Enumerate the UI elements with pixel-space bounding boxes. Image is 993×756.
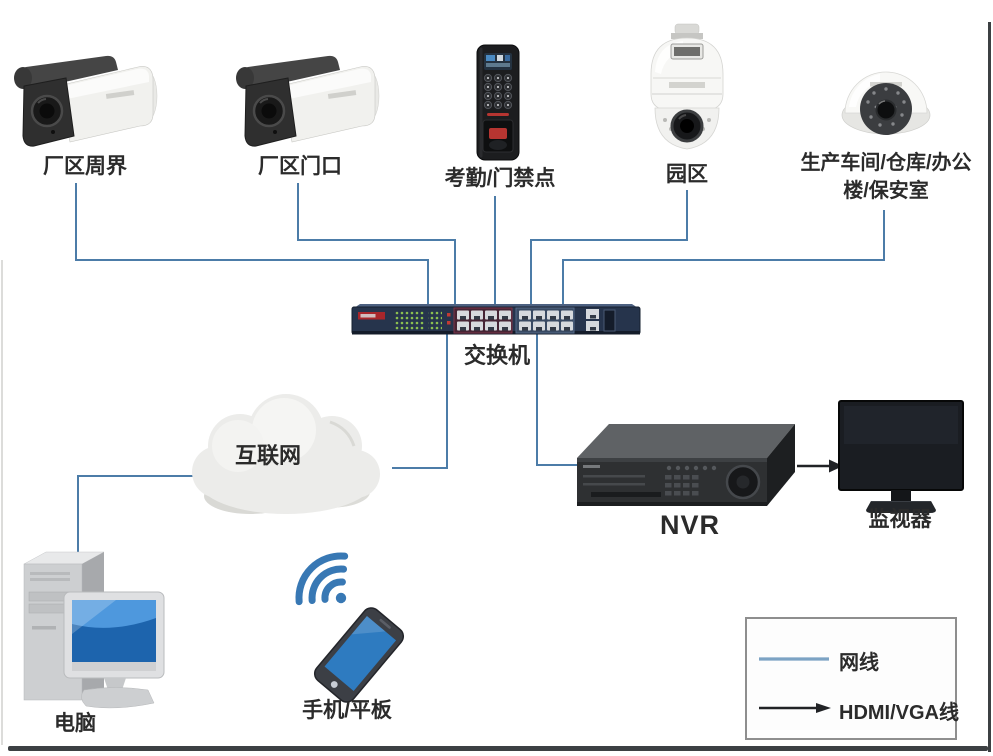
internet-label: 互联网 xyxy=(234,443,301,468)
network-cable-sample-line xyxy=(759,657,829,661)
cloud-icon xyxy=(192,394,380,514)
image-left-border xyxy=(1,260,3,745)
network-line xyxy=(530,190,688,315)
mobile-label: 手机/平板 xyxy=(302,699,392,722)
dome-indoor-label: 生产车间/仓库/办公 楼/保安室 xyxy=(786,149,986,205)
bullet-camera-icon xyxy=(236,55,380,147)
access-control-icon xyxy=(476,44,520,161)
hdmi-arrow-sample xyxy=(759,703,831,713)
nvr-icon xyxy=(577,424,795,506)
network-line xyxy=(77,475,212,558)
wifi-icon xyxy=(295,552,349,606)
hdmi-arrow xyxy=(797,459,843,473)
ptz-camera-icon xyxy=(650,23,724,150)
network-line xyxy=(297,183,456,315)
legend-hdmi-vga-label: HDMI/VGA线 xyxy=(839,702,959,724)
smartphone-icon xyxy=(313,607,405,703)
camera-perimeter-label: 厂区周界 xyxy=(43,155,127,178)
dome-indoor-label-line1: 生产车间/仓库/办公 xyxy=(800,152,972,174)
access-control-label: 考勤/门禁点 xyxy=(444,167,556,190)
network-line xyxy=(562,210,885,315)
ptz-campus-label: 园区 xyxy=(666,163,708,186)
monitor-label: 监视器 xyxy=(868,508,932,531)
image-right-border xyxy=(988,22,991,752)
monitor-icon xyxy=(838,400,964,513)
switch-label: 交换机 xyxy=(463,343,530,368)
dome-indoor-label-line2: 楼/保安室 xyxy=(843,180,929,202)
pc-label: 电脑 xyxy=(54,712,96,735)
desktop-pc-icon xyxy=(23,551,165,709)
legend: 网线 HDMI/VGA线 xyxy=(745,617,959,740)
dome-camera-icon xyxy=(841,71,931,135)
bullet-camera-icon xyxy=(14,55,158,147)
network-line xyxy=(392,330,448,469)
nvr-label: NVR xyxy=(659,510,720,540)
camera-gate-label: 厂区门口 xyxy=(258,155,342,178)
legend-network-cable-label: 网线 xyxy=(839,652,879,674)
image-bottom-border xyxy=(8,746,988,751)
network-line xyxy=(75,183,429,315)
network-line xyxy=(536,330,578,466)
network-switch-icon xyxy=(351,304,641,335)
